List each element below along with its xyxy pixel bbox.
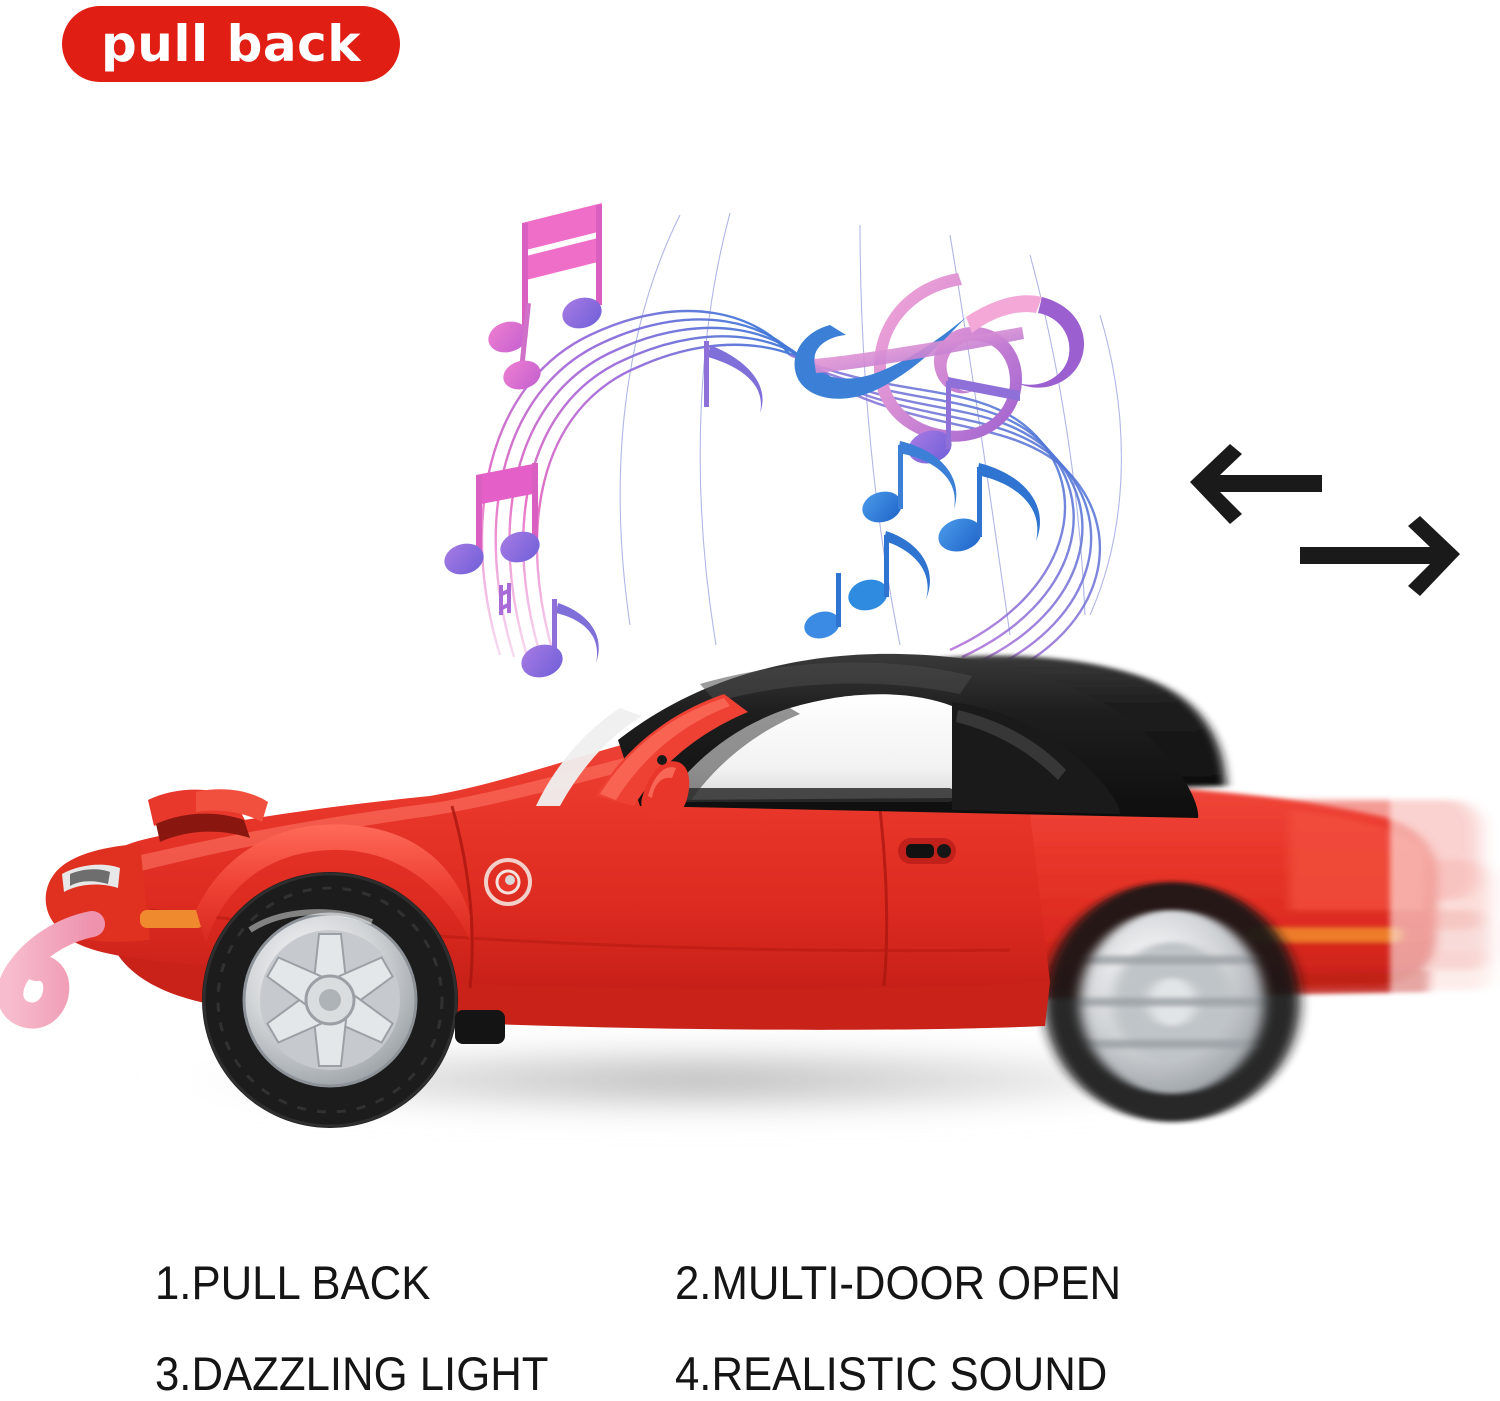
front-wheel: [202, 872, 458, 1128]
side-step: [455, 1010, 505, 1044]
fender-badge-icon: [484, 858, 532, 906]
note-pink-2: [503, 303, 541, 390]
feature-list: 1.PULL BACK 2.MULTI-DOOR OPEN 3.DAZZLING…: [155, 1258, 1215, 1399]
feature-item-3: 3.DAZZLING LIGHT: [155, 1347, 549, 1401]
note-blue-1: [862, 441, 957, 523]
note-blue-3: [848, 531, 930, 611]
pull-back-cord: [0, 911, 105, 1029]
pull-back-badge-label: pull back: [101, 15, 361, 73]
popup-headlight-open: [148, 789, 268, 842]
front-wheel-arch: [196, 824, 470, 944]
door-handle: [898, 838, 956, 864]
direction-arrows: [1190, 430, 1460, 610]
front-indicator: [140, 910, 204, 928]
arrow-right-icon: [1300, 516, 1460, 596]
beamed-note-pink-1: [488, 203, 602, 353]
treble-clef-icon: [794, 273, 1085, 442]
headlight-lens: [62, 864, 120, 892]
feature-item-4: 4.REALISTIC SOUND: [675, 1347, 1108, 1401]
beamed-note-pink-2: [444, 463, 540, 575]
toy-car-image: [0, 610, 1500, 1170]
note-blue-2: [938, 463, 1040, 552]
rear-wheel-spinning: [1044, 882, 1300, 1122]
pull-back-badge: pull back: [62, 6, 400, 82]
side-mirror: [641, 755, 690, 821]
feature-item-1: 1.PULL BACK: [155, 1256, 431, 1309]
arrow-left-icon: [1190, 444, 1322, 524]
feature-item-2: 2.MULTI-DOOR OPEN: [675, 1256, 1122, 1309]
note-purple-2: [704, 341, 1020, 464]
car-cabin: [536, 653, 1199, 821]
